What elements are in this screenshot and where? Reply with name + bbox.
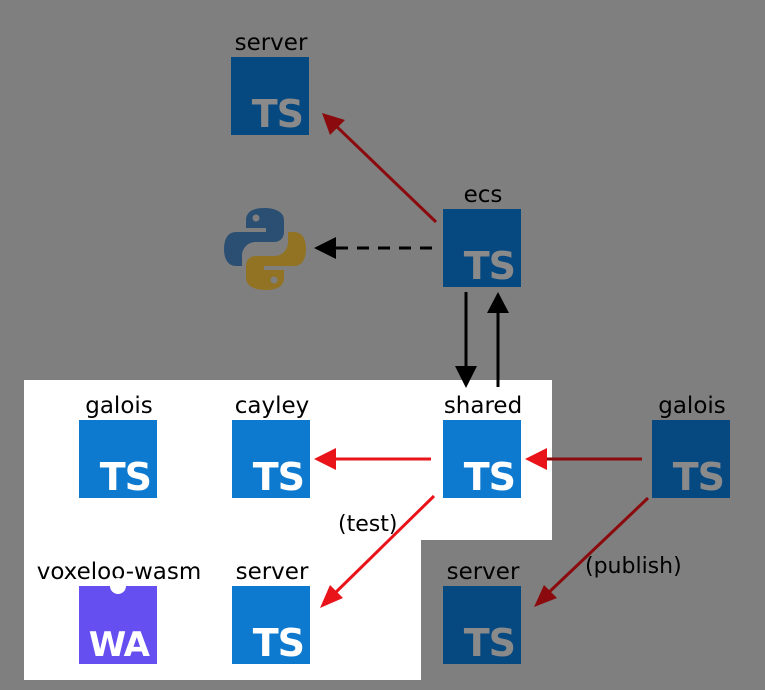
- node-label: server: [235, 558, 309, 585]
- typescript-icon: TS: [231, 57, 309, 135]
- node-server-top[interactable]: server TS: [231, 30, 311, 135]
- node-galois-right[interactable]: galois TS: [652, 393, 732, 498]
- node-ecs[interactable]: ecs TS: [443, 182, 523, 287]
- edge-ecs-to-server-top: [322, 113, 438, 224]
- node-label: server: [234, 29, 308, 56]
- edge-label-publish: (publish): [585, 554, 682, 579]
- edge-label-test: (test): [338, 512, 398, 537]
- node-galois-left[interactable]: galois TS: [79, 393, 159, 498]
- typescript-icon: TS: [79, 420, 157, 498]
- node-label: galois: [658, 392, 726, 419]
- webassembly-icon: WA: [79, 578, 157, 664]
- wasm-notch: [110, 578, 126, 594]
- python-icon[interactable]: [222, 206, 308, 292]
- node-label: ecs: [463, 181, 503, 208]
- node-label: shared: [443, 392, 523, 419]
- node-label: server: [446, 558, 520, 585]
- typescript-icon: TS: [652, 420, 730, 498]
- node-server-mid[interactable]: server TS: [232, 559, 312, 664]
- typescript-icon: TS: [232, 586, 310, 664]
- typescript-icon: TS: [443, 586, 521, 664]
- node-cayley[interactable]: cayley TS: [232, 393, 312, 498]
- node-server-right[interactable]: server TS: [443, 559, 523, 664]
- edge-ecs-to-python: [314, 237, 432, 259]
- typescript-icon: TS: [232, 420, 310, 498]
- edge-shared-to-ecs: [487, 292, 509, 387]
- edge-ecs-to-shared: [455, 292, 477, 388]
- typescript-icon: TS: [443, 209, 521, 287]
- node-label: galois: [85, 392, 153, 419]
- node-voxeloo-wasm[interactable]: voxeloo-wasm WA: [37, 559, 201, 664]
- node-shared[interactable]: shared TS: [443, 393, 523, 498]
- node-label: cayley: [234, 392, 310, 419]
- typescript-icon: TS: [443, 420, 521, 498]
